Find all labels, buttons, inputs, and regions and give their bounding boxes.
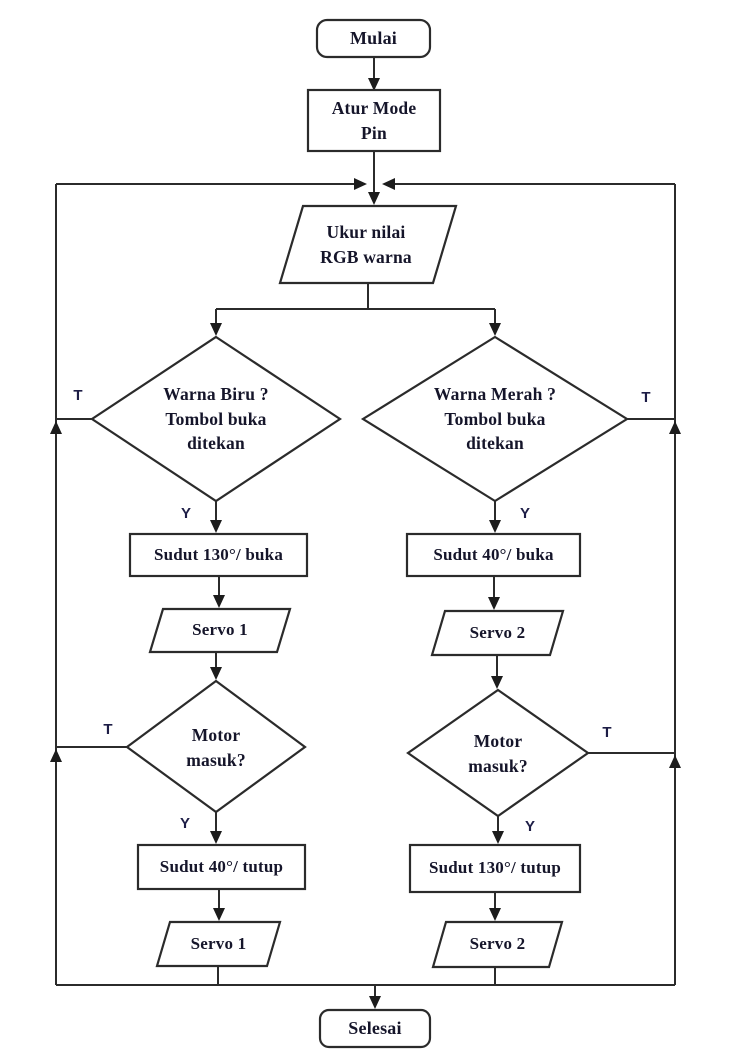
terminator-shape-mulai — [315, 18, 432, 59]
decision-shape-motor-masuk-kiri — [125, 679, 307, 814]
connector-lines — [55, 57, 676, 998]
branch-label-y-warna-merah: Y — [519, 504, 530, 522]
decision-shape-warna-biru — [90, 335, 342, 503]
decision-shape-warna-merah — [360, 335, 630, 503]
node-motor-masuk-kanan: Motor masuk? — [468, 730, 528, 776]
branch-label-y-warna-biru: Y — [180, 504, 191, 522]
node-servo-1-tutup: Servo 1 — [190, 933, 247, 953]
process-shape-atur-mode-pin — [306, 88, 442, 153]
node-warna-biru: Warna Biru ? Tombol buka ditekan — [163, 383, 269, 454]
branch-label-t-motor-kiri: T — [103, 720, 113, 738]
branch-label-y-motor-kanan: Y — [524, 817, 535, 835]
process-shape-sudut-40-tutup — [136, 843, 307, 891]
terminator-shape-selesai — [318, 1008, 432, 1049]
node-ukur-nilai: Ukur nilai RGB warna — [320, 221, 412, 267]
node-servo-1-buka: Servo 1 — [192, 620, 248, 640]
node-sudut-130-buka: Sudut 130°/ buka — [153, 544, 284, 564]
process-shape-sudut-130-buka — [128, 532, 309, 578]
node-servo-2-buka: Servo 2 — [469, 622, 526, 642]
node-selesai: Selesai — [348, 1017, 402, 1038]
node-warna-merah: Warna Merah ? Tombol buka ditekan — [433, 383, 557, 454]
node-motor-masuk-kiri: Motor masuk? — [186, 724, 246, 770]
io-shape-servo-1-buka — [148, 607, 292, 654]
io-shape-servo-2-buka — [430, 609, 565, 657]
branch-label-t-motor-kanan: T — [602, 723, 612, 741]
node-mulai: Mulai — [349, 27, 397, 48]
node-atur-mode-pin: Atur Mode Pin — [331, 97, 417, 143]
process-shape-sudut-40-buka — [405, 532, 582, 578]
node-sudut-130-tutup: Sudut 130°/ tutup — [428, 858, 562, 878]
node-servo-2-tutup: Servo 2 — [469, 934, 526, 954]
io-shape-ukur-nilai — [278, 204, 458, 285]
decision-shape-motor-masuk-kanan — [406, 688, 590, 818]
io-shape-servo-2-tutup — [431, 920, 564, 969]
arrowheads — [50, 78, 681, 1009]
node-sudut-40-tutup: Sudut 40°/ tutup — [159, 856, 284, 876]
io-shape-servo-1-tutup — [155, 920, 282, 968]
branch-label-y-motor-kiri: Y — [179, 814, 190, 832]
process-shape-sudut-130-tutup — [408, 843, 582, 894]
node-sudut-40-buka: Sudut 40°/ buka — [433, 544, 554, 564]
node-shapes — [90, 18, 630, 1049]
branch-label-t-warna-biru: T — [73, 386, 83, 404]
branch-label-t-warna-merah: T — [641, 388, 651, 406]
